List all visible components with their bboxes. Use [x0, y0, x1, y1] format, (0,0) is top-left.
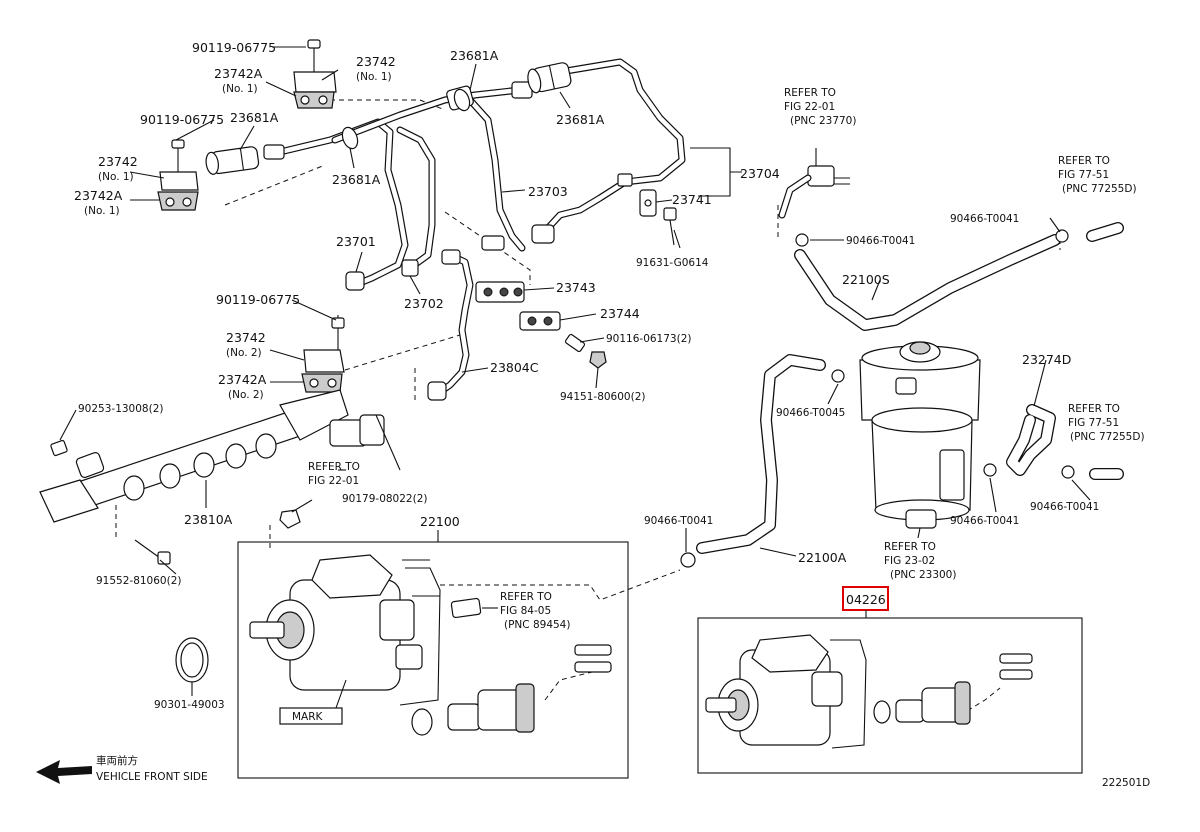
mark-box	[279, 707, 343, 725]
label-23274D: 23274D	[1022, 352, 1071, 367]
label-23742-c: 23742	[226, 330, 266, 345]
clamp-23742-no2	[301, 315, 345, 393]
hose-sleeves-23681a	[205, 62, 572, 175]
label-90466-t0041-d: 90466-T0041	[1030, 501, 1099, 513]
label-90301: 90301-49003	[154, 699, 225, 711]
ref3-line3: (PNC 77255D)	[1070, 431, 1145, 443]
label-23742A-c: 23742A	[218, 372, 267, 387]
label-23681A-top: 23681A	[450, 48, 499, 63]
ref2-line2: FIG 77-51	[1058, 169, 1109, 181]
supply-pump-22100	[249, 554, 482, 725]
label-23681A-mid: 23681A	[332, 172, 381, 187]
direction-japanese: 車両前方	[96, 754, 138, 767]
label-90179: 90179-08022(2)	[342, 493, 427, 505]
ref5-line2: FIG 84-05	[500, 605, 551, 617]
ref3-line2: FIG 77-51	[1068, 417, 1119, 429]
clamp-23742-no1-left	[157, 139, 199, 211]
label-90466-t0041-b: 90466-T0041	[846, 235, 915, 247]
ref6-line1: REFER TO	[884, 541, 936, 553]
label-90466-t0045: 90466-T0045	[776, 407, 845, 419]
ref4-line2: FIG 22-01	[308, 475, 359, 487]
fuel-hoses	[696, 222, 1124, 554]
bracket-23741	[639, 189, 677, 246]
label-23742A-a-no: (No. 1)	[222, 83, 258, 95]
supply-pump-04226	[705, 634, 1033, 749]
label-23742A-c-no: (No. 2)	[228, 389, 264, 401]
refer-to-notes: REFER TO FIG 22-01 (PNC 23770) REFER TO …	[308, 87, 1145, 631]
label-23742A-b: 23742A	[74, 188, 123, 203]
pump-assembly-box-22100	[237, 541, 629, 779]
clamp-blocks-23743-23744	[475, 281, 607, 369]
part-labels: 90119-06775 23742 (No. 1) 23742A (No. 1)…	[74, 40, 1099, 723]
ref5-line3: (PNC 89454)	[504, 619, 570, 631]
label-mark: MARK	[292, 711, 324, 723]
label-23743: 23743	[556, 280, 596, 295]
ref6-line3: (PNC 23300)	[890, 569, 956, 581]
ref4-line1: REFER TO	[308, 461, 360, 473]
label-23704: 23704	[740, 166, 780, 181]
arrow-left-icon	[36, 760, 92, 784]
o-ring-90301-inner	[180, 642, 204, 678]
hose-clamps	[680, 229, 1075, 568]
label-23701: 23701	[336, 234, 376, 249]
label-23742A-b-no: (No. 1)	[84, 205, 120, 217]
fuel-filter	[859, 341, 981, 529]
label-23810A: 23810A	[184, 512, 233, 527]
direction-english: VEHICLE FRONT SIDE	[96, 771, 208, 783]
leader-lines	[59, 46, 1091, 696]
label-90253: 90253-13008(2)	[78, 403, 163, 415]
ref1-line2: FIG 22-01	[784, 101, 835, 113]
ref1-line3: (PNC 23770)	[790, 115, 856, 127]
rail-ports	[123, 433, 277, 501]
label-23681A-left: 23681A	[230, 110, 279, 125]
ref3-line1: REFER TO	[1068, 403, 1120, 415]
pipe-fittings	[263, 81, 633, 401]
label-94151: 94151-80600(2)	[560, 391, 645, 403]
label-23744: 23744	[600, 306, 640, 321]
figure-id: 222501D	[1102, 777, 1150, 789]
label-90119-a: 90119-06775	[192, 40, 276, 55]
label-23742A-a: 23742A	[214, 66, 263, 81]
label-91552: 91552-81060(2)	[96, 575, 181, 587]
label-90116: 90116-06173(2)	[606, 333, 691, 345]
label-23742-b: 23742	[98, 154, 138, 169]
label-23804C: 23804C	[490, 360, 539, 375]
vehicle-front-indicator: 車両前方 VEHICLE FRONT SIDE	[36, 754, 208, 784]
label-23741: 23741	[672, 192, 712, 207]
label-22100A: 22100A	[798, 550, 847, 565]
clamp-23742-no1-top	[293, 39, 337, 109]
label-23742-b-no: (No. 1)	[98, 171, 134, 183]
label-22100S: 22100S	[842, 272, 890, 287]
label-23702: 23702	[404, 296, 444, 311]
common-rail-23810a	[39, 389, 401, 565]
label-23742-c-no: (No. 2)	[226, 347, 262, 359]
label-23742-a-no: (No. 1)	[356, 71, 392, 83]
ref6-line2: FIG 23-02	[884, 555, 935, 567]
label-90466-t0041-e: 90466-T0041	[644, 515, 713, 527]
label-04226: 04226	[846, 592, 886, 607]
label-23681A-right: 23681A	[556, 112, 605, 127]
label-22100: 22100	[420, 514, 460, 529]
ref1-line1: REFER TO	[784, 87, 836, 99]
injection-pipes	[276, 58, 686, 396]
label-90119-c: 90119-06775	[216, 292, 300, 307]
suction-control-valve	[411, 644, 612, 736]
label-23703: 23703	[528, 184, 568, 199]
label-90466-t0041-c: 90466-T0041	[950, 515, 1019, 527]
label-90466-t0041-a: 90466-T0041	[950, 213, 1019, 225]
ref5-line1: REFER TO	[500, 591, 552, 603]
fuel-inlet-fitting	[778, 165, 850, 219]
label-90119-b: 90119-06775	[140, 112, 224, 127]
label-23742-a: 23742	[356, 54, 396, 69]
ref2-line3: (PNC 77255D)	[1062, 183, 1137, 195]
ref2-line1: REFER TO	[1058, 155, 1110, 167]
label-91631: 91631-G0614	[636, 257, 709, 269]
replacement-box-04226	[697, 617, 1083, 774]
